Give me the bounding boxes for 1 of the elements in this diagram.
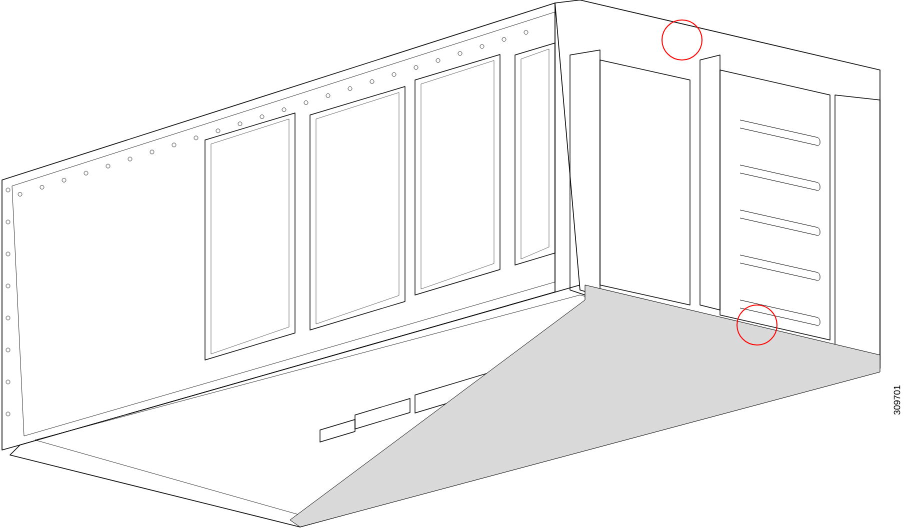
figure-number: 309701 <box>894 385 900 415</box>
